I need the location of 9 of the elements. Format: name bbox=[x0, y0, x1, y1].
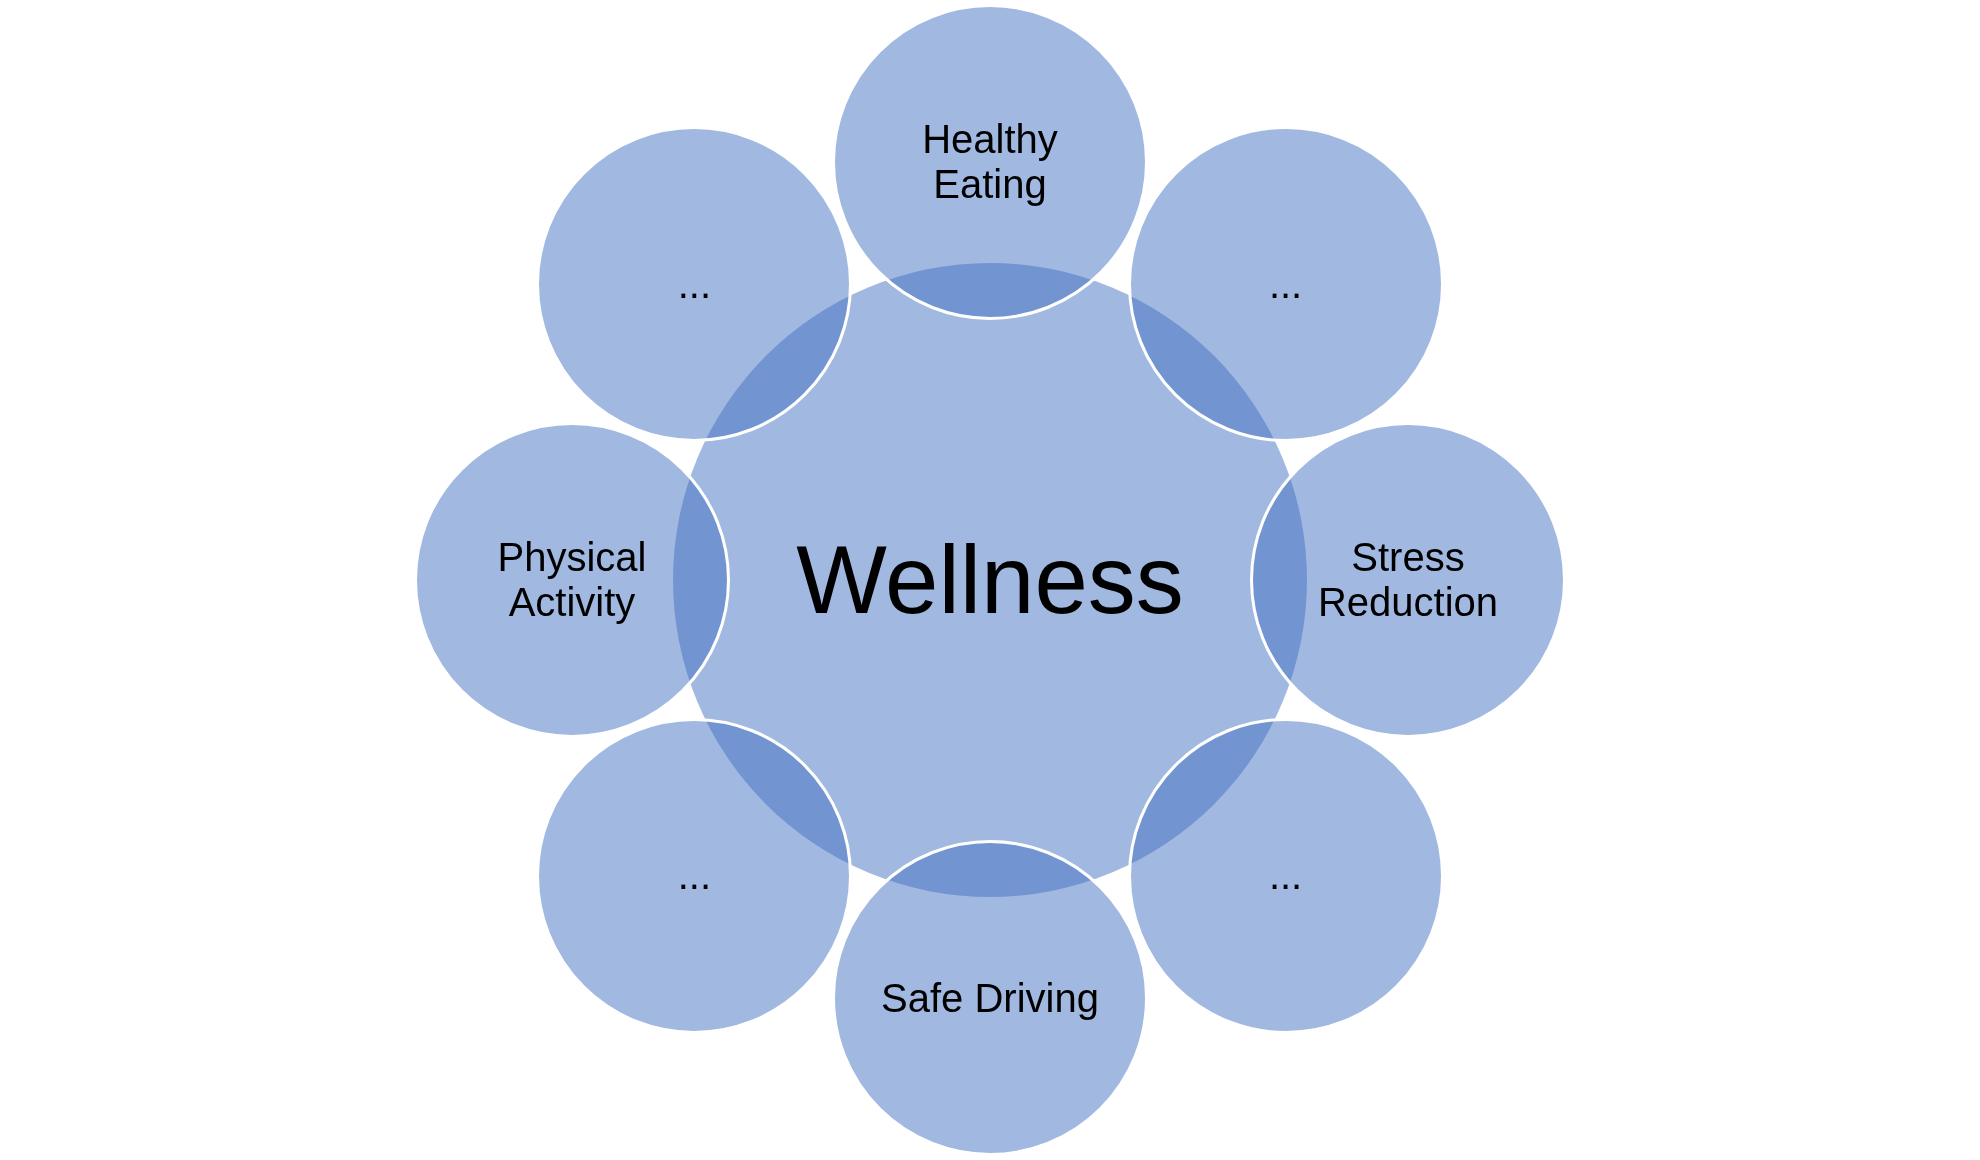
node-label: Safe Driving bbox=[881, 975, 1099, 1021]
center-title: Wellness bbox=[796, 525, 1184, 635]
node-label: Stress Reduction bbox=[1316, 535, 1500, 625]
node-label: Healthy Eating bbox=[921, 117, 1059, 207]
node-label: ... bbox=[677, 853, 712, 899]
node-label: ... bbox=[1268, 261, 1303, 307]
node-label: Physical Activity bbox=[496, 535, 648, 625]
node-label: ... bbox=[677, 261, 712, 307]
node-label: ... bbox=[1268, 853, 1303, 899]
